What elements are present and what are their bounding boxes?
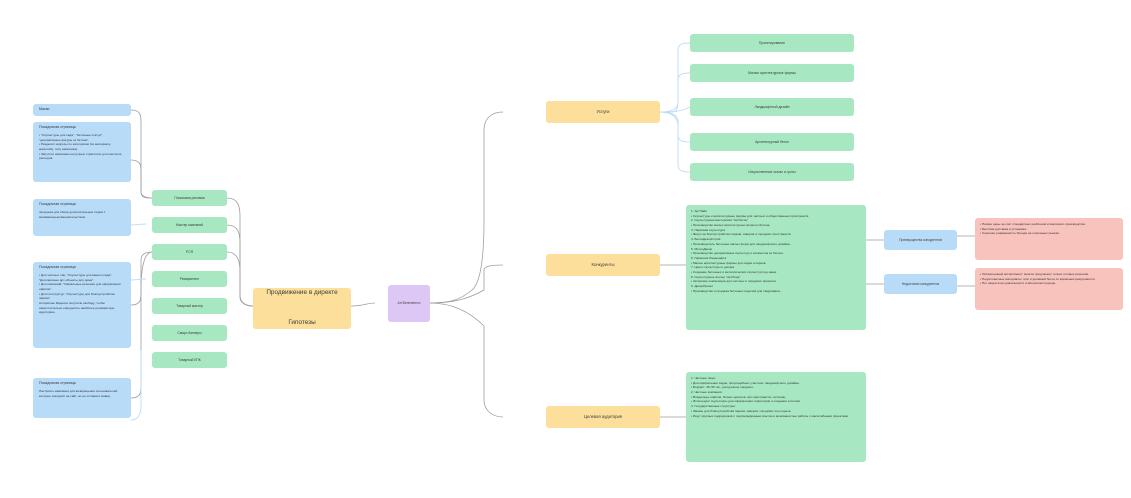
service-label: Ландшафтный дизайн: [754, 104, 790, 109]
note-landing-rsya-title: Посадочная страница: [39, 265, 76, 269]
competitors-disadvantages-label: Недостатки конкурентов: [901, 281, 940, 286]
service-label: Искусственные скалы и гроты: [748, 169, 796, 174]
note-landing-master-body: запущена для сбора дополнительных лидов …: [39, 209, 106, 219]
audience-node[interactable]: Целевая аудитория: [546, 406, 660, 428]
service-label: Архитектурный бетон: [755, 139, 789, 144]
service-landshaftny-dizain[interactable]: Ландшафтный дизайн: [690, 98, 854, 116]
channel-rsya[interactable]: РСЯ: [152, 244, 227, 260]
root-node[interactable]: Art Berendeevo: [388, 285, 430, 322]
note-landing-master[interactable]: Посадочная страница запущена для сбора д…: [33, 199, 131, 236]
services-node[interactable]: Услуги: [546, 101, 660, 123]
audience-block[interactable]: 1. Частные лица: • Для оформления садов,…: [686, 372, 866, 462]
service-label: Малые архитектурные формы: [748, 70, 796, 75]
competitors-node[interactable]: Конкуренты: [546, 254, 660, 276]
hypotheses-label: Продвижение в директе Гипотезы: [266, 289, 338, 326]
competitors-advantages-node[interactable]: Преимущества конкурентов: [884, 230, 957, 250]
channel-smart-bannery[interactable]: Смарт-баннеры: [152, 325, 227, 341]
note-landing-rsya-body: • Для частных лиц: "Скульптуры для вашег…: [39, 272, 121, 315]
note-masks[interactable]: Маски: [33, 104, 131, 116]
note-landing-search-body: • "Скульптуры для сада", "бетонные стату…: [39, 132, 122, 161]
channel-label: Смарт-баннеры: [177, 330, 202, 335]
services-label: Услуги: [596, 109, 610, 115]
channel-label: Ремаркетинг: [179, 276, 200, 281]
audience-text: 1. Частные лица: • Для оформления садов,…: [691, 376, 849, 418]
channel-tovarny-master[interactable]: Товарный мастер: [152, 298, 227, 314]
channel-tovarny-epk[interactable]: Товарный ЕПК: [152, 352, 227, 368]
note-landing-remarketing-body: Настроить кампании для возвращения польз…: [39, 388, 119, 398]
service-iskusstvennye-skaly[interactable]: Искусственные скалы и гроты: [690, 163, 854, 181]
channel-label: РСЯ: [186, 249, 193, 254]
competitors-disadvantages-text: • Ограниченный ассортимент: многие предл…: [980, 272, 1096, 286]
service-arhitekturny-beton[interactable]: Архитектурный бетон: [690, 133, 854, 151]
note-landing-rsya[interactable]: Посадочная страница • Для частных лиц: "…: [33, 262, 131, 348]
hypotheses-node[interactable]: Продвижение в директе Гипотезы: [253, 288, 351, 329]
channel-label: Товарный ЕПК: [178, 357, 201, 362]
channel-label: Поисковая реклама: [174, 195, 205, 200]
competitors-advantages-label: Преимущества конкурентов: [899, 237, 942, 242]
channel-label: Мастер кампаний: [175, 222, 204, 227]
note-landing-search-title: Посадочная страница: [39, 125, 76, 129]
service-proektirovanie[interactable]: Проектирование: [690, 34, 854, 52]
note-landing-remarketing[interactable]: Посадочная страница Настроить кампании д…: [33, 378, 131, 418]
channel-master-kampaniy[interactable]: Мастер кампаний: [152, 217, 227, 233]
note-masks-title: Маски: [39, 107, 50, 111]
competitors-advantages-text: • Низкие цены за счёт стандартных шаблон…: [980, 222, 1086, 236]
audience-label: Целевая аудитория: [583, 414, 623, 420]
competitors-disadvantages-block[interactable]: • Ограниченный ассортимент: многие предл…: [975, 268, 1123, 310]
competitors-advantages-block[interactable]: • Низкие цены за счёт стандартных шаблон…: [975, 218, 1123, 260]
note-landing-master-title: Посадочная страница: [39, 202, 76, 206]
channel-poiskovaya-reklama[interactable]: Поисковая реклама: [152, 190, 227, 206]
channel-label: Товарный мастер: [176, 303, 203, 308]
competitors-label: Конкуренты: [591, 262, 615, 268]
service-label: Проектирование: [758, 40, 786, 45]
service-malye-arh-formy[interactable]: Малые архитектурные формы: [690, 64, 854, 82]
competitors-list-text: 1. АртПайн • Скульптуры и архитектурные …: [691, 209, 810, 293]
competitors-disadvantages-node[interactable]: Недостатки конкурентов: [884, 274, 957, 294]
root-label: Art Berendeevo: [397, 301, 421, 306]
note-landing-search[interactable]: Посадочная страница • "Скульптуры для са…: [33, 122, 131, 182]
note-landing-remarketing-title: Посадочная страница: [39, 381, 76, 385]
competitors-list-block[interactable]: 1. АртПайн • Скульптуры и архитектурные …: [686, 205, 866, 330]
channel-remarketing[interactable]: Ремаркетинг: [152, 271, 227, 287]
